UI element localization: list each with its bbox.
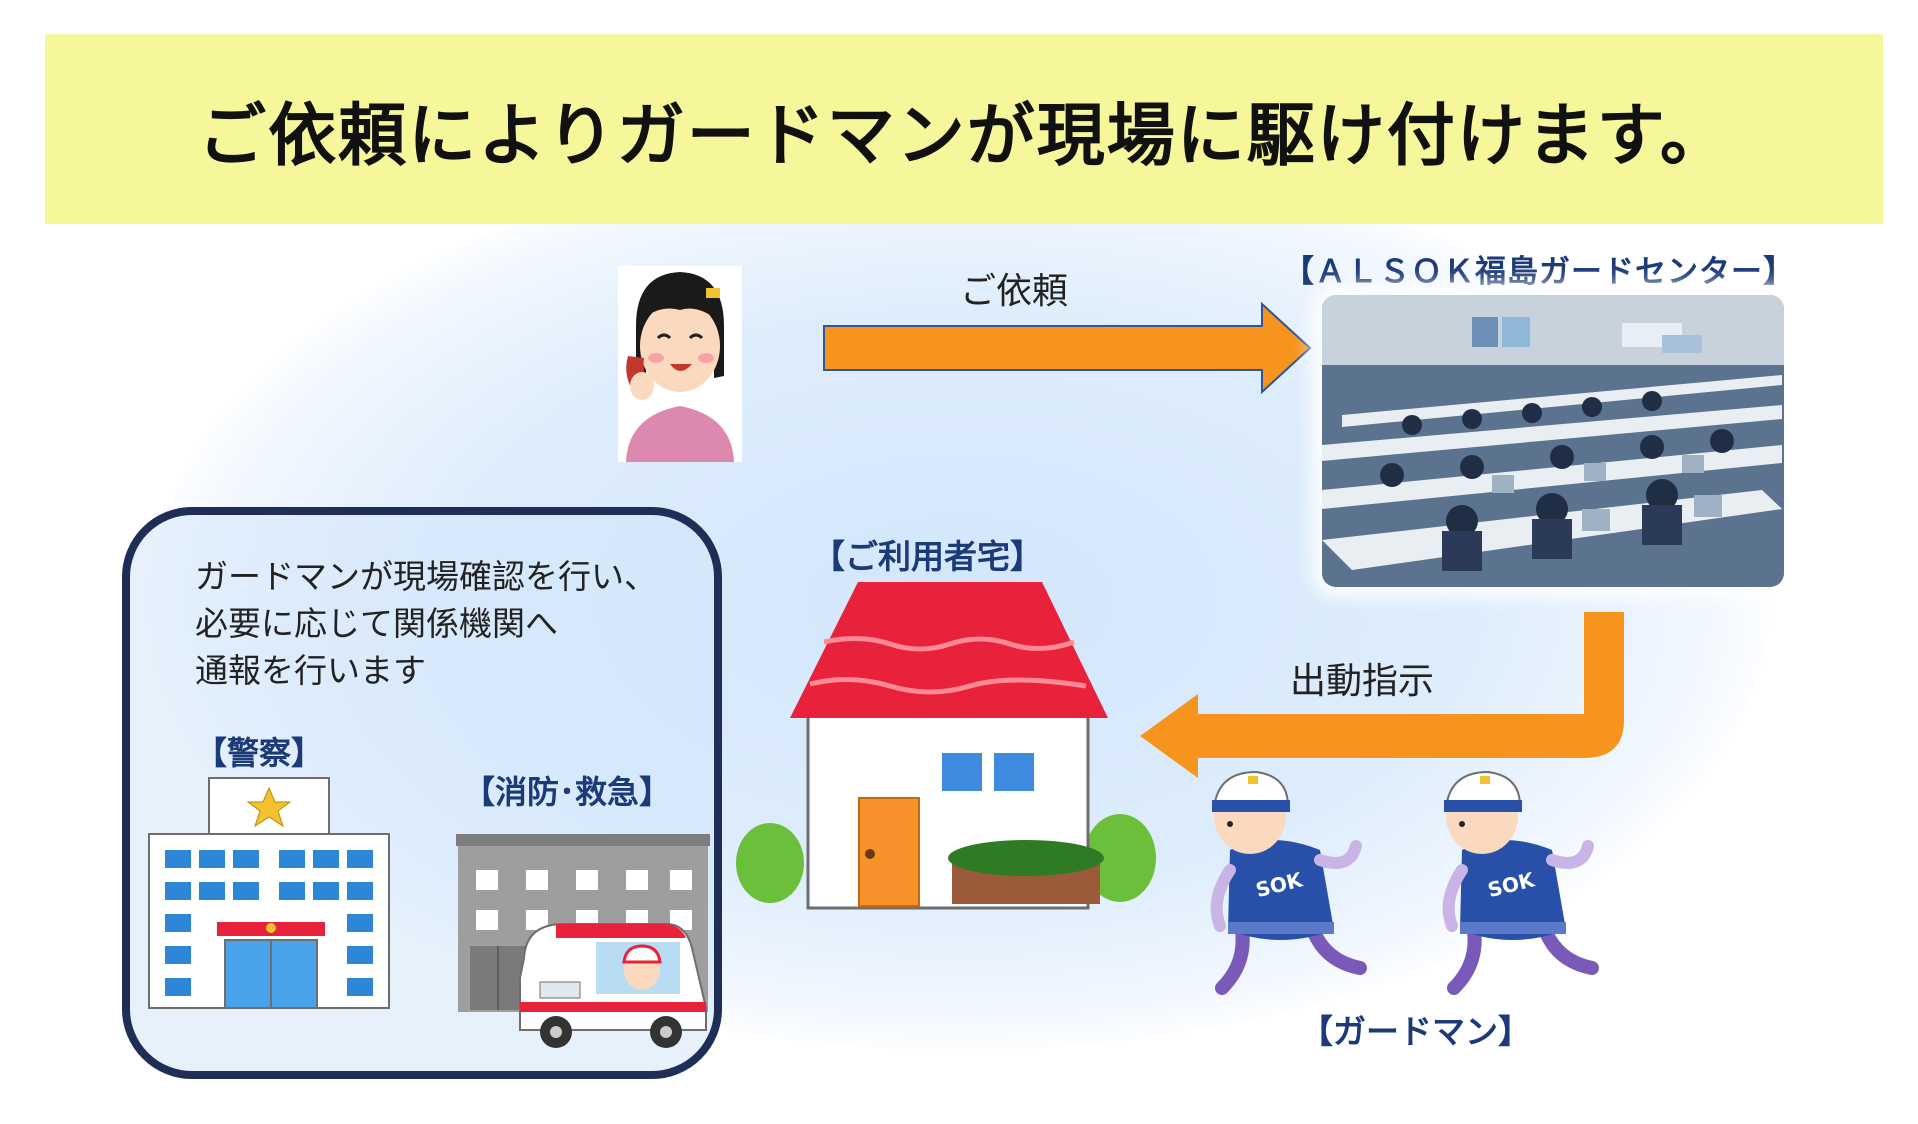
center-label: 【ＡＬＳＯＫ福島ガードセンター】 <box>1283 246 1795 291</box>
page-title: ご依頼によりガードマンが現場に駆け付けます。 <box>198 80 1730 179</box>
request-arrow <box>822 302 1312 394</box>
dispatch-arrow <box>1138 610 1628 780</box>
title-band: ご依頼によりガードマンが現場に駆け付けます。 <box>45 34 1883 224</box>
guard-running-illustration: SOK <box>1432 770 1612 992</box>
panel-line: 通報を行います <box>195 647 715 694</box>
guard-running-illustration: SOK <box>1200 770 1380 992</box>
guard-label: 【ガードマン】 <box>1300 1005 1531 1053</box>
caller-woman-illustration <box>618 266 742 462</box>
panel-description: ガードマンが現場確認を行い、 必要に応じて関係機関へ 通報を行います <box>195 553 715 694</box>
control-room-photo <box>1322 295 1784 587</box>
ambulance-illustration <box>516 918 710 1052</box>
house-illustration <box>740 578 1158 908</box>
fire-label: 【消防･救急】 <box>463 767 671 813</box>
panel-line: ガードマンが現場確認を行い、 <box>195 553 715 600</box>
home-label: 【ご利用者宅】 <box>812 530 1043 578</box>
police-label: 【警察】 <box>195 728 323 774</box>
panel-line: 必要に応じて関係機関へ <box>195 600 715 647</box>
police-station-illustration <box>147 778 391 1010</box>
